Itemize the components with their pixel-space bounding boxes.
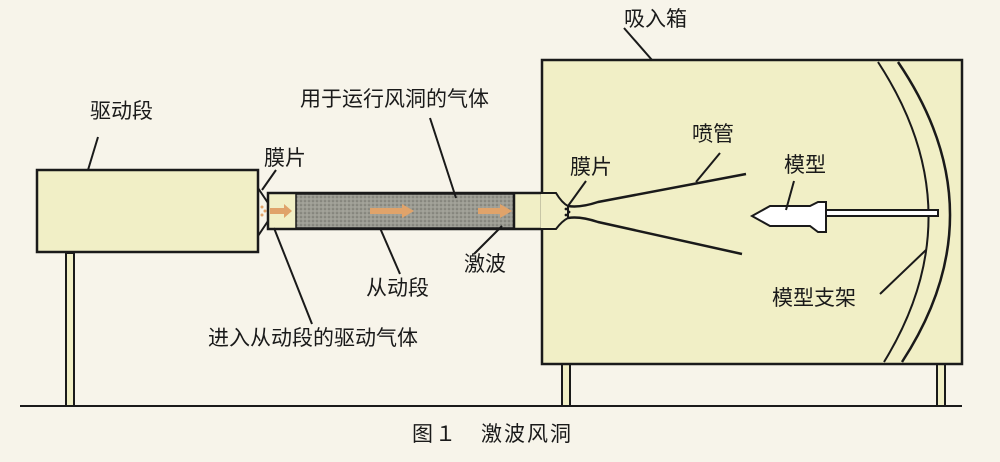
leader-lines [87,27,927,325]
model-sting [825,209,939,217]
label-model: 模型 [784,153,826,177]
label-membrane-left: 膜片 [264,146,306,170]
label-driven-section: 从动段 [366,276,429,300]
driver-section [35,168,260,254]
nozzle [567,172,747,256]
driver-flow-dots [260,205,267,217]
driver-legs [65,252,75,407]
label-test-gas: 用于运行风洞的气体 [300,87,489,111]
label-suction-box: 吸入箱 [624,7,687,31]
label-driver-gas: 进入从动段的驱动气体 [208,326,418,350]
label-shock-wave: 激波 [464,252,506,276]
model [749,201,827,233]
label-membrane-right: 膜片 [570,155,612,179]
suction-box-legs [561,363,946,407]
membrane-right [564,207,571,217]
figure-caption: 图１ 激波风洞 [412,422,573,446]
label-driver-section: 驱动段 [90,99,153,123]
label-model-support: 模型支架 [772,286,856,310]
label-nozzle: 喷管 [692,122,734,146]
flow-arrows [270,204,512,218]
